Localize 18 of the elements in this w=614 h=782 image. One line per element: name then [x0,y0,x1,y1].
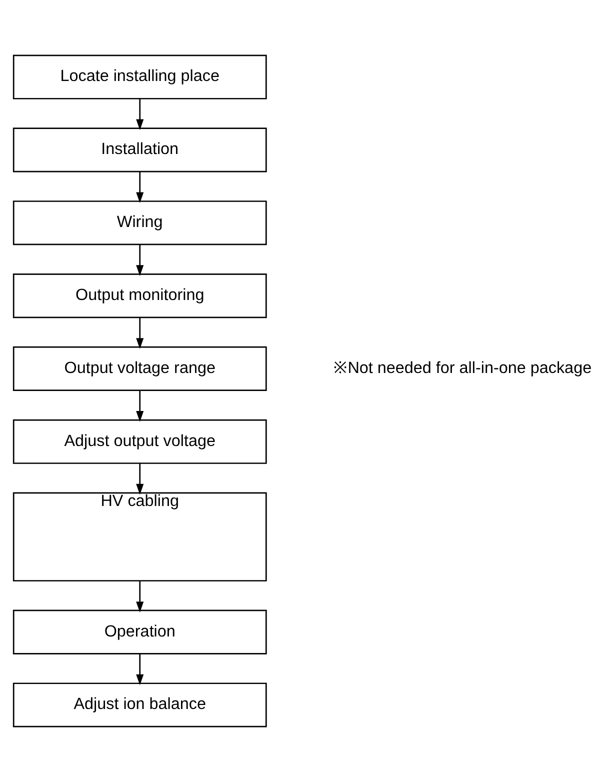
arrow [136,172,144,204]
node-box: HV cabling [12,492,267,582]
arrow [136,390,144,422]
node-box: Installation [12,128,267,172]
arrow [136,244,144,276]
node-box: Locate installing place [12,54,267,100]
arrow [136,98,144,130]
arrow [136,581,144,612]
node-box: Operation [12,610,267,654]
node-box: Output monitoring [12,274,267,318]
node-box: Adjust ion balance [12,682,267,728]
node-box: Output voltage range [12,346,267,391]
arrow [136,654,144,686]
arrow [136,464,144,495]
arrow [136,317,144,349]
node-box: Adjust output voltage [12,419,267,464]
label: ※Not needed for all-in-one package [334,358,592,377]
node-box: Wiring [12,200,267,246]
